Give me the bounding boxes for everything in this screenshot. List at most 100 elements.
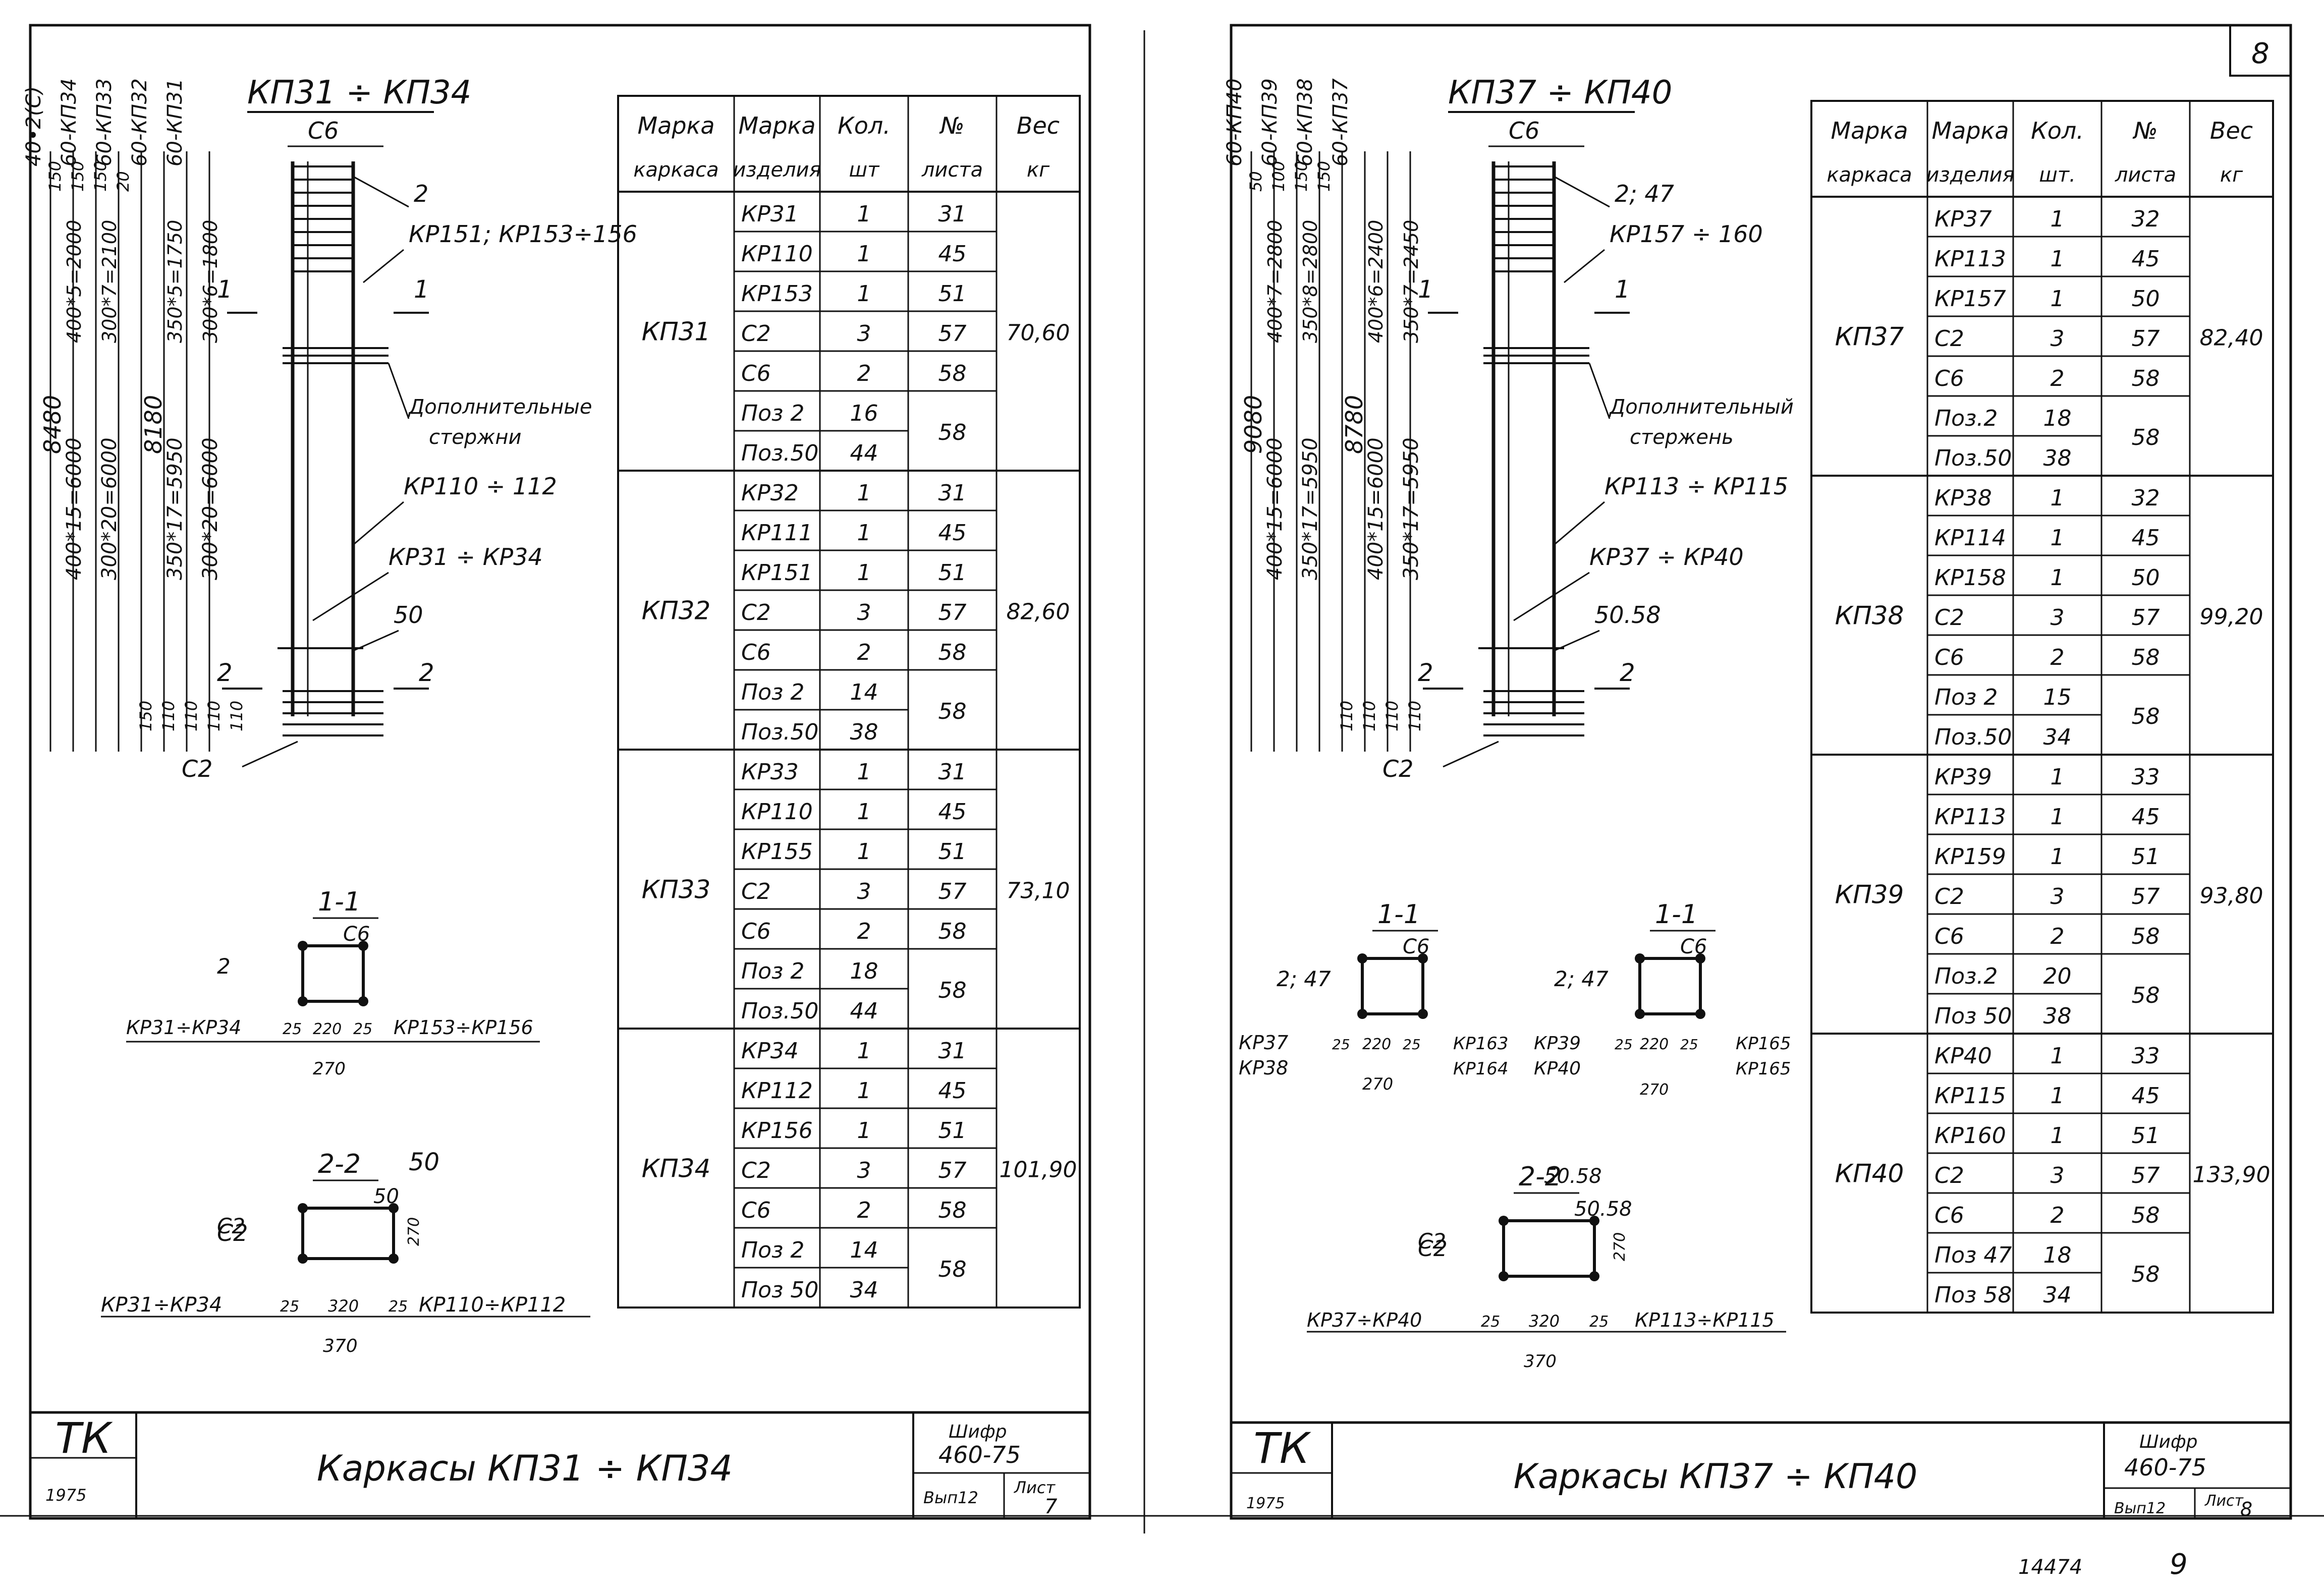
table-cell-sheet: 58: [2132, 645, 2160, 670]
table-cell-qty: 44: [850, 440, 878, 466]
table-cell-sheet: 32: [2132, 206, 2160, 232]
left-total-dim: 8480: [39, 395, 66, 454]
rebar-dot: [1499, 1271, 1509, 1281]
table-cell-item: С2: [741, 600, 771, 626]
table-cell-item: Поз 2: [741, 401, 804, 426]
left-section-mark: 1: [414, 275, 429, 304]
right-section-mark: 1: [1418, 275, 1433, 304]
left-dim-left: 400*15=6000: [63, 437, 86, 580]
table-cell-item: Поз.2: [1934, 963, 1998, 989]
table-cell-qty: 2: [857, 1198, 871, 1223]
right-stamp-title: Каркасы КП37 ÷ КП40: [1514, 1457, 1918, 1497]
table-cell-item: КР156: [741, 1118, 813, 1144]
table-cell-item: КР153: [741, 281, 813, 307]
table-cell-qty: 18: [850, 958, 878, 984]
table-cell-sheet: 57: [2132, 884, 2160, 910]
table-cell-qty: 2: [2051, 924, 2065, 949]
table-cell-qty: 2: [857, 361, 871, 386]
table-cell-qty: 1: [2051, 525, 2065, 551]
table-cell-sheet: 32: [2132, 485, 2160, 511]
left-stamp-issue: Вып12: [923, 1488, 978, 1507]
table-cell-qty: 34: [850, 1277, 878, 1303]
right-stamp-sheet-no: 8: [2240, 1498, 2252, 1520]
left-section-label: 370: [323, 1336, 358, 1356]
left-total-dim-2: 8180: [140, 395, 167, 454]
left-col-label: 60-КП31: [163, 78, 187, 166]
table-cell-qty: 1: [857, 1078, 871, 1104]
table-cell-item: КР34: [741, 1038, 799, 1064]
right-section-label: С2: [1418, 1236, 1448, 1262]
left-header-line2-0: каркаса: [633, 158, 718, 182]
table-cell-qty: 34: [2043, 724, 2072, 750]
left-dim-small: 150: [45, 161, 65, 192]
table-cell-sheet: 45: [938, 1078, 967, 1104]
right-dim-top: 400*6=2400: [1365, 220, 1387, 343]
callout-leader: [363, 249, 404, 283]
table-cell-item: С2: [741, 321, 771, 347]
table-cell-sheet: 51: [938, 1118, 967, 1144]
left-dim-top: 300*7=2100: [98, 220, 121, 343]
left-header-line1-3: №: [939, 112, 965, 139]
right-section-label: КР37: [1239, 1032, 1288, 1054]
rebar-dot: [1418, 1009, 1428, 1019]
table-cell-item: Поз 2: [741, 1237, 804, 1263]
rebar-dot: [358, 996, 368, 1006]
table-cell-sheet: 31: [938, 201, 967, 227]
right-view-title: КП37 ÷ КП40: [1448, 74, 1672, 111]
left-callout-7: 50: [394, 601, 423, 629]
left-mark-КП31: КП31: [642, 317, 711, 347]
table-cell-sheet-merged: 58: [938, 699, 967, 724]
right-header-line2-0: каркаса: [1827, 163, 1912, 187]
right-section-label: КР164: [1453, 1059, 1509, 1079]
left-header-line1-2: Кол.: [838, 112, 891, 139]
table-cell-item: С2: [1934, 326, 1964, 352]
callout-leader: [1513, 572, 1590, 621]
table-cell-item: С2: [1934, 605, 1964, 631]
table-cell-item: КР160: [1934, 1123, 2006, 1149]
left-section-label: 25: [353, 1020, 372, 1038]
left-section-2-2-title: 2-2: [318, 1149, 361, 1179]
rebar-dot: [358, 941, 368, 951]
right-section-label: 25: [1481, 1313, 1500, 1331]
left-dim-small: 110: [182, 701, 201, 731]
right-col-label: 60-КП40: [1223, 78, 1246, 166]
left-weight-КП31: 70,60: [1007, 320, 1070, 346]
right-weight-КП39: 93,80: [2200, 883, 2263, 909]
table-cell-qty: 1: [857, 281, 871, 307]
left-section-label: 50: [409, 1148, 439, 1176]
right-header-line2-1: изделия: [1926, 163, 2014, 187]
table-cell-qty: 15: [2043, 685, 2072, 710]
section-outline: [301, 944, 365, 1003]
rebar-dot: [1589, 1216, 1599, 1226]
left-dim-small: 110: [159, 701, 178, 731]
table-cell-sheet: 57: [938, 321, 967, 347]
left-section-mark: 1: [217, 275, 233, 304]
right-header-line1-3: №: [2132, 117, 2158, 144]
right-spec-table: МаркакаркасаМаркаизделияКол.шт.№листаВес…: [1810, 100, 2274, 1314]
table-border: [1810, 100, 2274, 1314]
table-cell-sheet: 51: [938, 560, 967, 586]
rebar-dot: [1695, 953, 1705, 963]
table-cell-item: КР113: [1934, 804, 2006, 830]
left-section-label: 270: [405, 1217, 423, 1246]
table-cell-qty: 16: [850, 401, 878, 426]
table-cell-sheet: 31: [938, 480, 967, 506]
table-cell-sheet: 57: [938, 879, 967, 904]
table-cell-item: Поз 50: [1934, 1003, 2012, 1029]
right-section-1-1-a-title: 1-1: [1377, 899, 1420, 930]
left-dim-left: 300*20=6000: [199, 437, 222, 580]
left-header-line1-4: Вес: [1017, 112, 1060, 139]
left-dim-top: 350*5=1750: [164, 220, 186, 343]
table-cell-qty: 1: [2051, 565, 2065, 591]
table-cell-sheet: 51: [2132, 844, 2160, 870]
table-cell-item: КР115: [1934, 1083, 2006, 1109]
table-cell-item: С2: [1934, 1163, 1964, 1188]
right-dim-small: 110: [1405, 701, 1424, 731]
left-section-label: КР110÷КР112: [419, 1293, 566, 1317]
table-cell-item: Поз.50: [1934, 445, 2012, 471]
right-dim-small: 100: [1269, 161, 1288, 192]
table-cell-sheet: 45: [938, 799, 967, 825]
